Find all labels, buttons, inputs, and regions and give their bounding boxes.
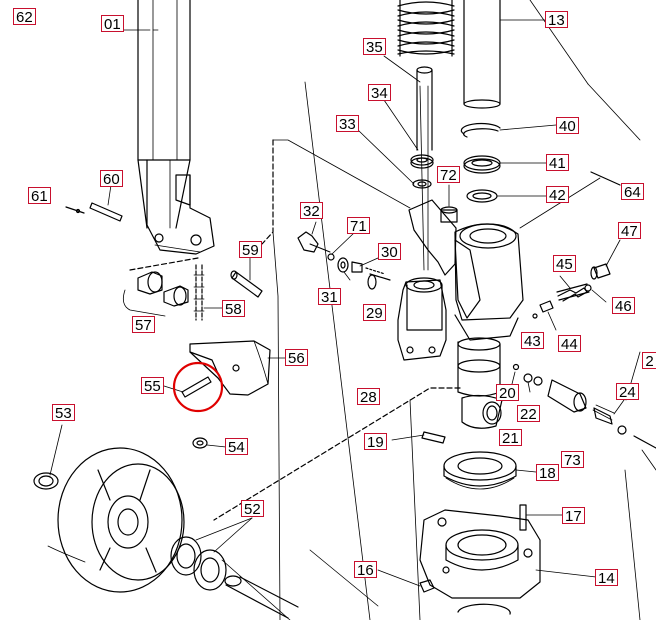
callout-54[interactable]: 54 bbox=[225, 438, 248, 456]
callout-32[interactable]: 32 bbox=[300, 202, 323, 220]
seal-18 bbox=[443, 451, 517, 490]
callout-59[interactable]: 59 bbox=[239, 241, 262, 259]
callout-47[interactable]: 47 bbox=[618, 222, 641, 240]
callout-44[interactable]: 44 bbox=[558, 335, 581, 353]
callout-19[interactable]: 19 bbox=[364, 433, 387, 451]
callout-46[interactable]: 46 bbox=[612, 297, 635, 315]
callout-13[interactable]: 13 bbox=[545, 11, 568, 29]
highlight-circle bbox=[172, 361, 224, 413]
callout-28[interactable]: 28 bbox=[357, 388, 380, 406]
callout-31[interactable]: 31 bbox=[318, 288, 341, 306]
callout-24[interactable]: 24 bbox=[616, 383, 639, 401]
callout-20[interactable]: 20 bbox=[496, 384, 519, 402]
callout-30[interactable]: 30 bbox=[378, 243, 401, 261]
callout-73[interactable]: 73 bbox=[561, 451, 584, 469]
callout-60[interactable]: 60 bbox=[100, 170, 123, 188]
callout-34[interactable]: 34 bbox=[368, 84, 391, 102]
handle-tube bbox=[137, 0, 215, 255]
wheel bbox=[57, 447, 185, 593]
callout-45[interactable]: 45 bbox=[553, 255, 576, 273]
piston-rod-13 bbox=[463, 0, 501, 109]
callout-35[interactable]: 35 bbox=[363, 38, 386, 56]
callout-17[interactable]: 17 bbox=[562, 507, 585, 525]
spring bbox=[397, 0, 455, 57]
callout-43[interactable]: 43 bbox=[521, 332, 544, 350]
callout-33[interactable]: 33 bbox=[336, 115, 359, 133]
callout-16[interactable]: 16 bbox=[354, 561, 377, 579]
pump-piston-35 bbox=[416, 66, 433, 151]
callout-61[interactable]: 61 bbox=[28, 187, 51, 205]
callout-22[interactable]: 22 bbox=[517, 405, 540, 423]
callout-14[interactable]: 14 bbox=[595, 569, 618, 587]
callout-18[interactable]: 18 bbox=[536, 464, 559, 482]
callout-21[interactable]: 21 bbox=[499, 429, 522, 447]
callout-52[interactable]: 52 bbox=[241, 500, 264, 518]
callout-55[interactable]: 55 bbox=[141, 377, 164, 395]
pump-base-14 bbox=[419, 509, 541, 599]
callout-64[interactable]: 64 bbox=[621, 183, 644, 201]
callout-62[interactable]: 62 bbox=[13, 8, 36, 26]
callout-2x[interactable]: 2 bbox=[642, 352, 656, 370]
callout-41[interactable]: 41 bbox=[546, 154, 569, 172]
callout-29[interactable]: 29 bbox=[363, 304, 386, 322]
callout-42[interactable]: 42 bbox=[546, 186, 569, 204]
callout-72[interactable]: 72 bbox=[437, 166, 460, 184]
callout-40[interactable]: 40 bbox=[556, 117, 579, 135]
callout-53[interactable]: 53 bbox=[52, 404, 75, 422]
callout-01[interactable]: 01 bbox=[101, 15, 124, 33]
callout-71[interactable]: 71 bbox=[347, 217, 370, 235]
callout-56[interactable]: 56 bbox=[285, 349, 308, 367]
callout-58[interactable]: 58 bbox=[222, 300, 245, 318]
callout-57[interactable]: 57 bbox=[132, 316, 155, 334]
